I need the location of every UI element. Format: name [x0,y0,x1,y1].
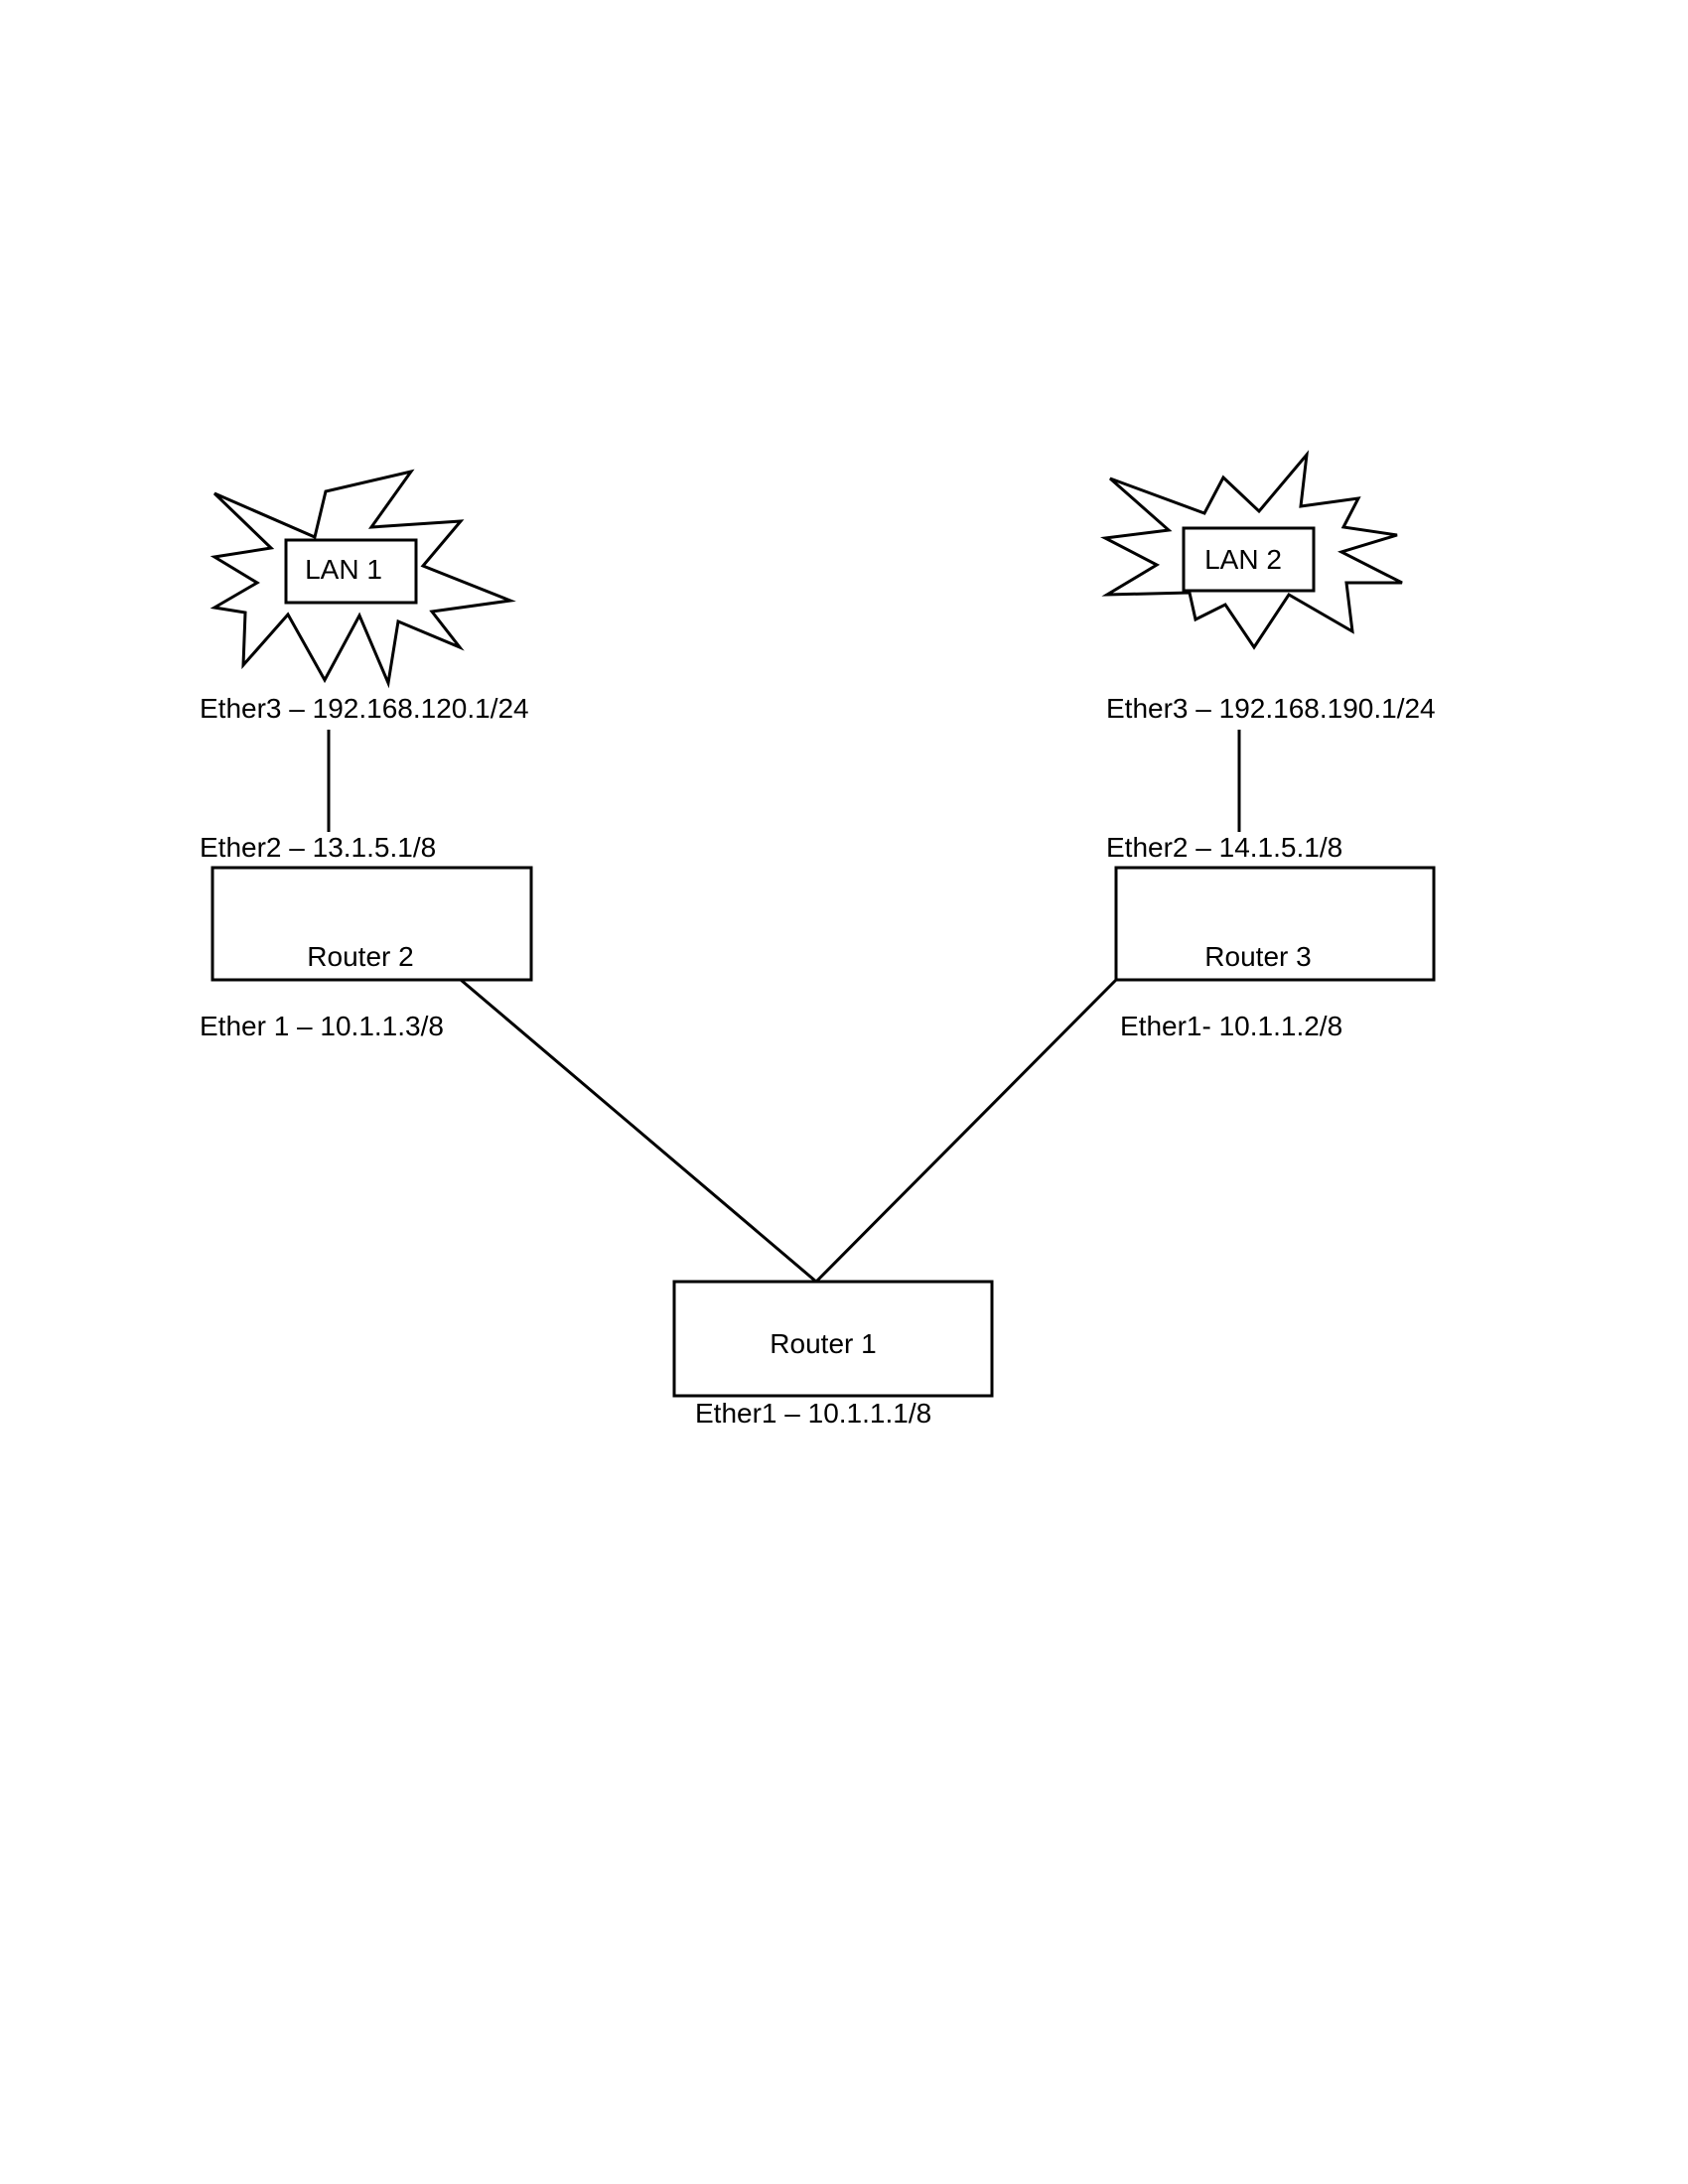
router3-box [1114,866,1436,982]
router3-ether3-label: Ether3 – 192.168.190.1/24 [1106,693,1436,724]
lan1-cloud [210,469,516,689]
router2-ether3-label: Ether3 – 192.168.120.1/24 [200,693,529,724]
lan1-label: LAN 1 [305,554,382,585]
router1-label: Router 1 [770,1328,877,1359]
router2-box [211,866,533,982]
router1-ether1-label: Ether1 – 10.1.1.1/8 [695,1398,932,1429]
lan2-cloud [1100,450,1403,650]
router3-ether2-label: Ether2 – 14.1.5.1/8 [1106,832,1343,863]
lan1-box [284,538,418,605]
router3-label: Router 3 [1204,941,1312,972]
link-router3-router1 [814,978,1118,1284]
router2-ether1-label: Ether 1 – 10.1.1.3/8 [200,1011,444,1041]
router1-box [672,1280,994,1398]
link-router2-router1 [460,978,817,1284]
router2-ether2-label: Ether2 – 13.1.5.1/8 [200,832,437,863]
lan2-box [1182,526,1316,593]
lan2-label: LAN 2 [1204,544,1282,575]
router2-label: Router 2 [307,941,414,972]
router3-ether1-label: Ether1- 10.1.1.2/8 [1120,1011,1343,1041]
